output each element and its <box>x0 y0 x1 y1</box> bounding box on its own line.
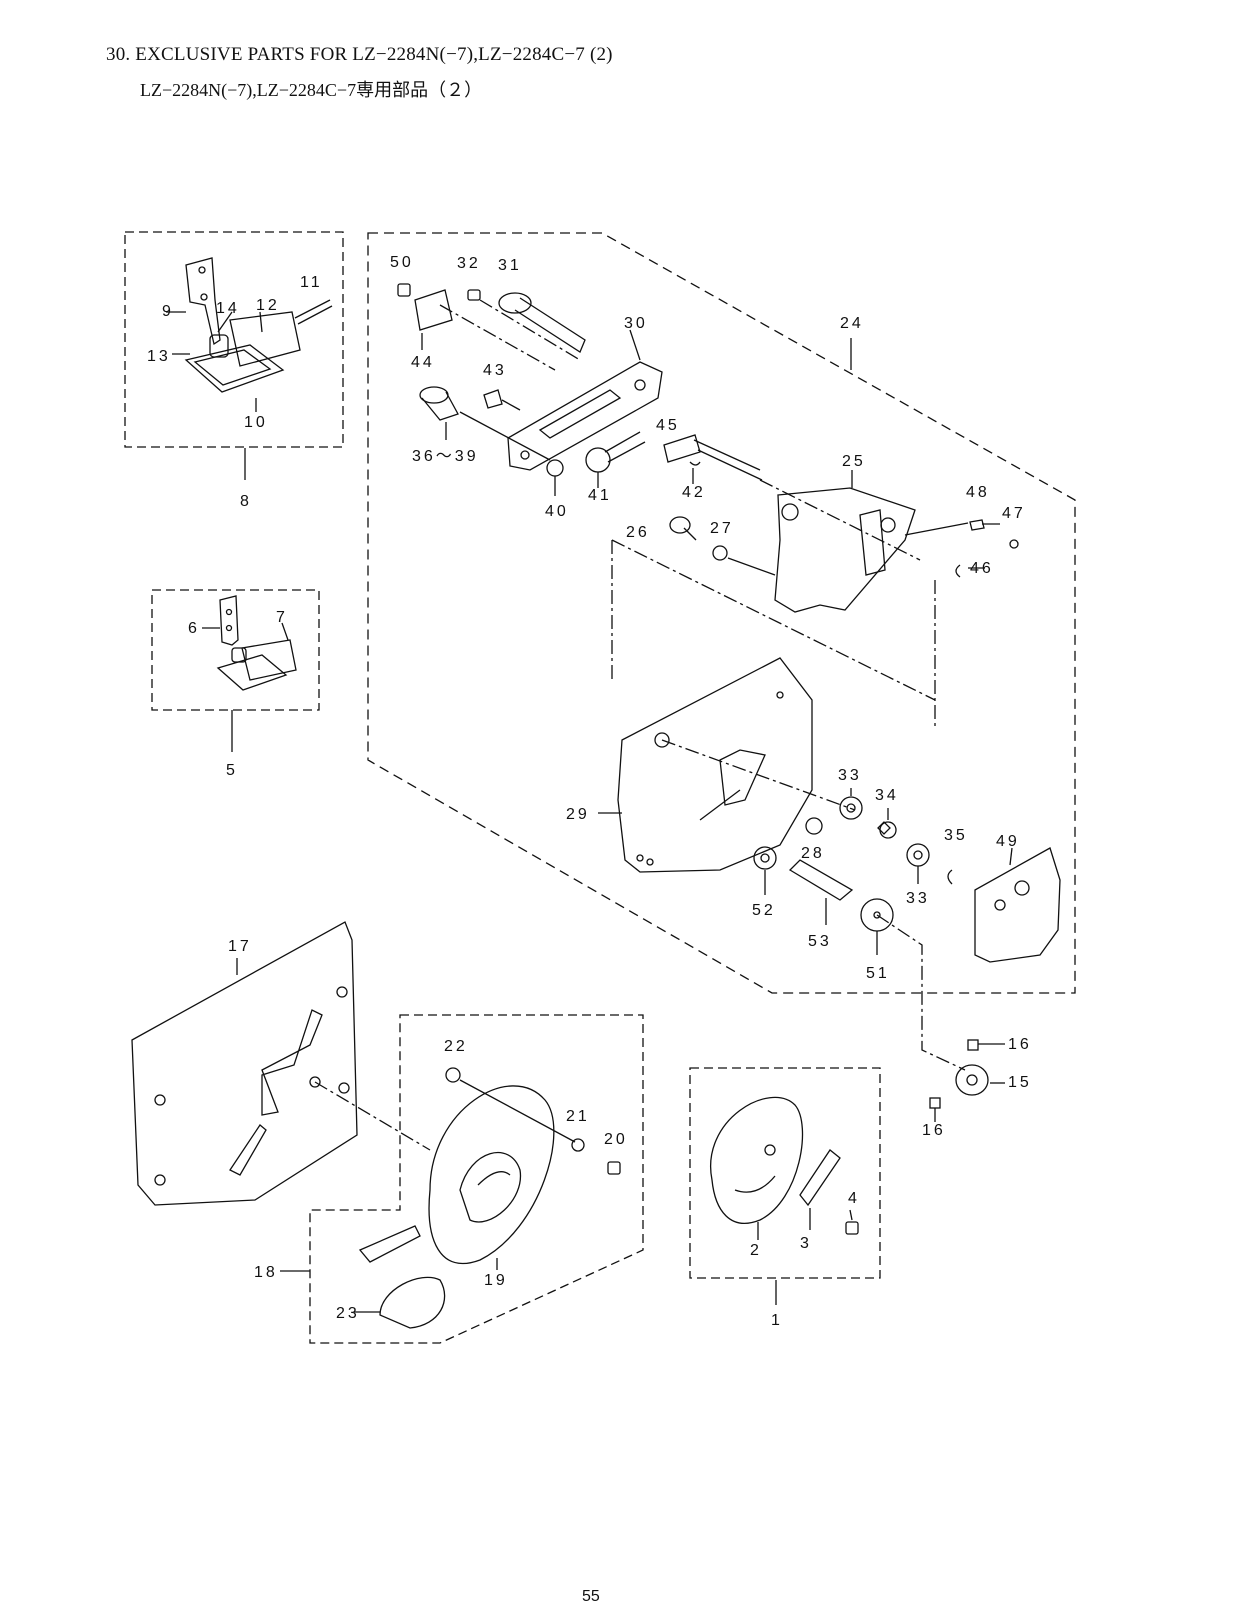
callout-43: 43 <box>483 362 507 379</box>
page-number: 55 <box>582 1588 600 1605</box>
callout-33a: 33 <box>838 767 862 784</box>
callout-36: 36〜39 <box>412 448 479 465</box>
callout-29: 29 <box>566 806 590 823</box>
group-box-5 <box>151 589 320 711</box>
callout-35: 35 <box>944 827 968 844</box>
callout-51: 51 <box>866 965 890 982</box>
callout-16b: 16 <box>922 1122 946 1139</box>
callout-22: 22 <box>444 1038 468 1055</box>
callout-3: 3 <box>800 1235 812 1252</box>
callout-50: 50 <box>390 254 414 271</box>
callout-4: 4 <box>848 1190 860 1207</box>
callout-44: 44 <box>411 354 435 371</box>
callout-2: 2 <box>750 1242 762 1259</box>
callout-49: 49 <box>996 833 1020 850</box>
callout-20: 20 <box>604 1131 628 1148</box>
callout-13: 13 <box>147 348 171 365</box>
callout-21: 21 <box>566 1108 590 1125</box>
callout-26: 26 <box>626 524 650 541</box>
group-box-18 <box>309 1014 644 1344</box>
callout-32: 32 <box>457 255 481 272</box>
group-box-24 <box>367 232 1076 994</box>
callout-40: 40 <box>545 503 569 520</box>
callout-19: 19 <box>484 1272 508 1289</box>
callout-30: 30 <box>624 315 648 332</box>
callout-18: 18 <box>254 1264 278 1281</box>
callout-1: 1 <box>771 1312 783 1329</box>
callout-53: 53 <box>808 933 832 950</box>
callout-48: 48 <box>966 484 990 501</box>
callout-23: 23 <box>336 1305 360 1322</box>
callout-14: 14 <box>216 300 240 317</box>
callout-10: 10 <box>244 414 268 431</box>
callout-46: 46 <box>970 560 994 577</box>
callout-41: 41 <box>588 487 612 504</box>
group-box-8 <box>124 231 344 448</box>
callout-9: 9 <box>162 303 174 320</box>
callout-34: 34 <box>875 787 899 804</box>
callout-47: 47 <box>1002 505 1026 522</box>
callout-15: 15 <box>1008 1074 1032 1091</box>
callout-25: 25 <box>842 453 866 470</box>
page-title-japanese: LZ−2284N(−7),LZ−2284C−7専用部品（２） <box>140 80 483 100</box>
callout-8: 8 <box>240 493 252 510</box>
callout-17: 17 <box>228 938 252 955</box>
callout-28: 28 <box>801 845 825 862</box>
callout-7: 7 <box>276 609 288 626</box>
callout-33b: 33 <box>906 890 930 907</box>
callout-42: 42 <box>682 484 706 501</box>
callout-6: 6 <box>188 620 200 637</box>
callout-16a: 16 <box>1008 1036 1032 1053</box>
callout-12: 12 <box>256 297 280 314</box>
group-box-1 <box>689 1067 881 1279</box>
callout-24: 24 <box>840 315 864 332</box>
callout-5: 5 <box>226 762 238 779</box>
callout-11: 11 <box>300 274 323 291</box>
callout-52: 52 <box>752 902 776 919</box>
callout-45: 45 <box>656 417 680 434</box>
callout-31: 31 <box>498 257 522 274</box>
page-title-english: 30. EXCLUSIVE PARTS FOR LZ−2284N(−7),LZ−… <box>106 44 613 65</box>
callout-27: 27 <box>710 520 734 537</box>
